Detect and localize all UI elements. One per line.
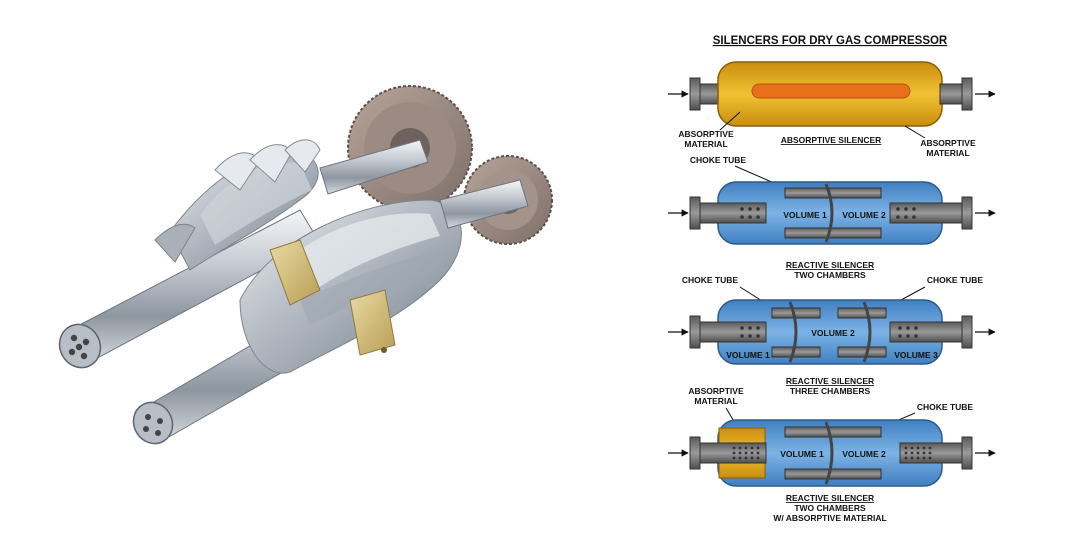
- choke-tube: [771, 307, 821, 319]
- baffle: [788, 301, 798, 363]
- female-rotor: [132, 179, 529, 445]
- inlet-flange: [689, 436, 701, 470]
- choke-tube: [837, 346, 887, 358]
- baffle: [862, 301, 872, 363]
- perforations: [740, 207, 760, 219]
- inlet-pipe: [699, 202, 767, 224]
- outlet-flange: [961, 196, 973, 230]
- callout-absorptive-right-1: ABSORPTIVE: [920, 138, 976, 148]
- choke-tube-top: [784, 187, 882, 199]
- volume-label: VOLUME 2: [842, 449, 886, 459]
- perforations: [904, 446, 932, 460]
- caption-line-2: TWO CHAMBERS: [794, 503, 866, 513]
- caption-line-1: REACTIVE SILENCER: [786, 376, 874, 386]
- caption-absorptive: ABSORPTIVE SILENCER: [781, 135, 882, 145]
- silencer-diagrams: SILENCERS FOR DRY GAS COMPRESSOR ABSORPT…: [668, 35, 996, 523]
- caption-line-2: THREE CHAMBERS: [790, 386, 871, 396]
- choke-tube-top: [784, 426, 882, 438]
- diagram-title: SILENCERS FOR DRY GAS COMPRESSOR: [713, 35, 948, 47]
- callout-absorptive-2: MATERIAL: [694, 396, 737, 406]
- callout-choke-tube: CHOKE TUBE: [917, 402, 974, 412]
- male-rotor: [58, 139, 429, 369]
- callout-absorptive-1: ABSORPTIVE: [688, 386, 744, 396]
- caption-line-2: TWO CHAMBERS: [794, 270, 866, 280]
- callout-choke-tube: CHOKE TUBE: [690, 155, 747, 165]
- choke-tube: [771, 346, 821, 358]
- perforations: [740, 326, 760, 338]
- caption-line-3: W/ ABSORPTIVE MATERIAL: [773, 513, 886, 523]
- outlet-pipe: [939, 83, 963, 105]
- callout-absorptive-left-1: ABSORPTIVE: [678, 129, 734, 139]
- callout-choke-tube-right: CHOKE TUBE: [927, 275, 984, 285]
- inlet-pipe: [699, 321, 767, 343]
- callout-line: [719, 111, 741, 131]
- choke-tube: [837, 307, 887, 319]
- outlet-pipe: [889, 321, 963, 343]
- absorptive-core: [751, 83, 911, 99]
- volume-label: VOLUME 1: [783, 210, 827, 220]
- volume-label: VOLUME 1: [780, 449, 824, 459]
- volume-label: VOLUME 3: [894, 350, 938, 360]
- inlet-flange: [689, 315, 701, 349]
- callout-absorptive-right-2: MATERIAL: [926, 148, 969, 158]
- perforations: [896, 207, 916, 219]
- screw-compressor-illustration: [58, 85, 553, 445]
- choke-tube-bottom: [784, 468, 882, 480]
- perforations: [732, 446, 760, 460]
- baffle: [824, 183, 834, 243]
- inlet-flange: [689, 196, 701, 230]
- silencer-reactive-three: CHOKE TUBE CHOKE TUBE VOLUME 2 VOLUME 1 …: [668, 275, 996, 396]
- volume-label: VOLUME 1: [726, 350, 770, 360]
- outlet-flange: [961, 436, 973, 470]
- silencer-reactive-absorptive: ABSORPTIVE MATERIAL CHOKE TUBE VOLUME 1 …: [668, 386, 996, 523]
- outlet-pipe: [889, 202, 963, 224]
- volume-label: VOLUME 2: [811, 328, 855, 338]
- choke-tube-bottom: [784, 227, 882, 239]
- caption-line-1: REACTIVE SILENCER: [786, 493, 874, 503]
- callout-absorptive-left-2: MATERIAL: [684, 139, 727, 149]
- silencer-reactive-two: CHOKE TUBE VOLUME 1 VOLUME 2 REACTIVE S: [668, 155, 996, 280]
- outlet-flange: [961, 77, 973, 111]
- volume-label: VOLUME 2: [842, 210, 886, 220]
- inlet-flange: [689, 77, 701, 111]
- silencer-absorptive: ABSORPTIVE MATERIAL ABSORPTIVE MATERIAL …: [668, 61, 996, 158]
- callout-choke-tube-left: CHOKE TUBE: [682, 275, 739, 285]
- outlet-flange: [961, 315, 973, 349]
- baffle: [824, 421, 834, 485]
- perforations: [898, 326, 918, 338]
- caption-line-1: REACTIVE SILENCER: [786, 260, 874, 270]
- callout-line: [904, 125, 926, 139]
